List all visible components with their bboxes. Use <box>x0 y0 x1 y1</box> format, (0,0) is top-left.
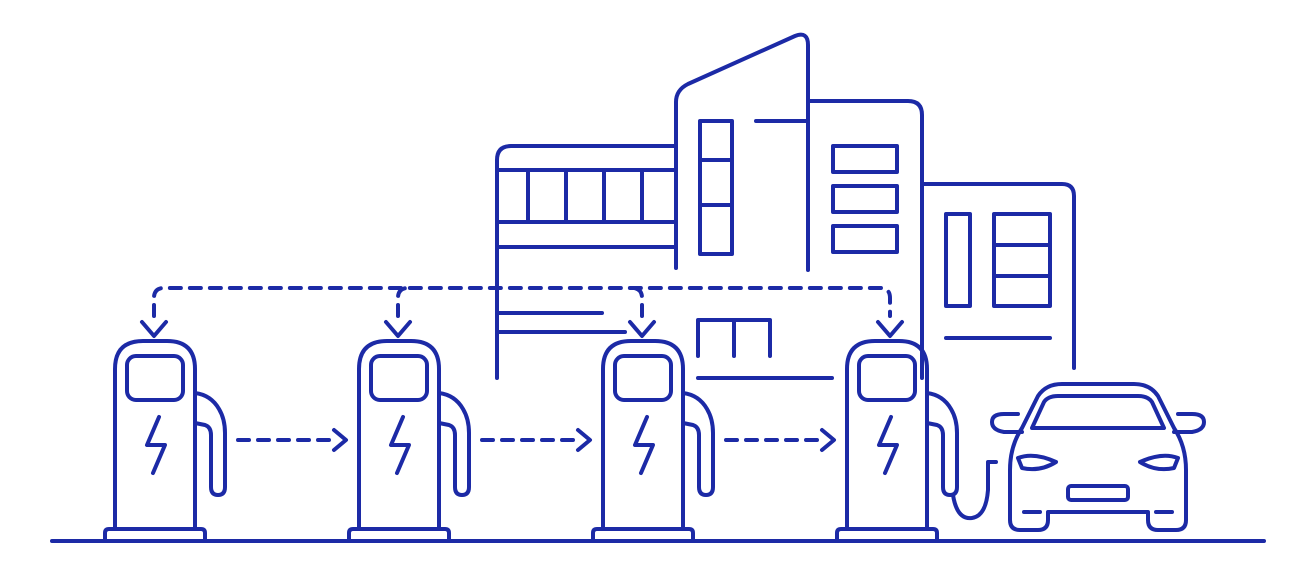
down-arrow-icon <box>140 320 904 338</box>
charger-station-4 <box>835 339 959 543</box>
charger-station-1 <box>103 339 227 543</box>
charger-station-2 <box>347 339 471 543</box>
electric-car-icon <box>990 382 1206 532</box>
charger-station-3 <box>591 339 715 543</box>
dashed-arrow-icon <box>236 428 836 452</box>
network-connection-lines <box>152 286 892 318</box>
office-building-icon <box>495 32 1076 380</box>
charging-cable <box>951 460 998 521</box>
